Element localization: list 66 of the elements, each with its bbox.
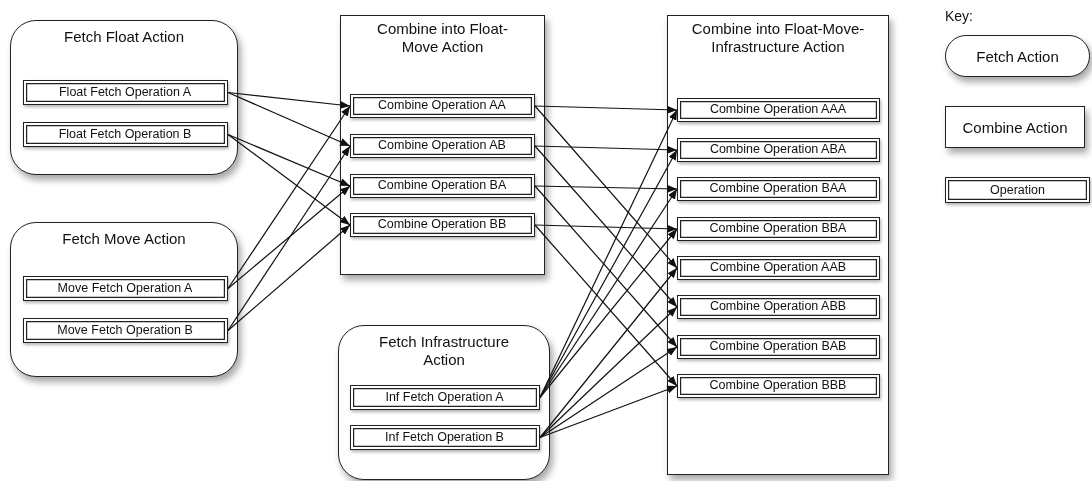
arrow bbox=[227, 133, 351, 226]
operation-label: Combine Operation BBB bbox=[709, 378, 847, 393]
arrow bbox=[534, 105, 678, 269]
legend-text: Combine Action bbox=[962, 118, 1068, 136]
operation-label: Float Fetch Operation B bbox=[58, 126, 192, 142]
operation-box bbox=[349, 173, 535, 198]
operation-box bbox=[22, 317, 228, 343]
arrow bbox=[534, 145, 678, 308]
operation-box bbox=[676, 255, 880, 280]
operation-box bbox=[676, 294, 880, 319]
operation-label: Combine Operation BAB bbox=[709, 339, 847, 354]
action-title: Combine into Float-Move Action bbox=[376, 20, 509, 56]
operation-box bbox=[349, 212, 535, 237]
operation-label: Combine Operation BA bbox=[377, 178, 507, 193]
operation-label: Combine Operation AAB bbox=[709, 260, 847, 275]
arrow bbox=[539, 346, 678, 439]
combine-action-box bbox=[667, 15, 889, 475]
arrow bbox=[534, 184, 678, 193]
arrow bbox=[227, 224, 351, 332]
operation-label: Combine Operation BBA bbox=[709, 221, 847, 236]
operation-label: Combine Operation AA bbox=[378, 98, 506, 113]
operation-label: Combine Operation ABB bbox=[709, 299, 847, 314]
operation-label: Combine Operation AB bbox=[378, 138, 506, 153]
operation-box bbox=[676, 373, 880, 398]
arrow bbox=[227, 91, 351, 109]
legend-text: Fetch Action bbox=[976, 47, 1059, 65]
action-title: Fetch Infrastructure Action bbox=[377, 333, 511, 369]
arrow bbox=[227, 133, 351, 187]
action-title: Fetch Float Action bbox=[62, 28, 186, 46]
operation-box bbox=[676, 334, 880, 359]
action-title: Fetch Move Action bbox=[61, 230, 187, 248]
operation-box bbox=[22, 275, 228, 301]
operation-box bbox=[676, 137, 880, 162]
operation-box bbox=[676, 176, 880, 201]
fetch-action-box bbox=[10, 20, 238, 175]
operation-label: Combine Operation ABA bbox=[709, 142, 847, 157]
operation-label: Combine Operation AAA bbox=[709, 102, 847, 117]
operation-box bbox=[349, 93, 535, 118]
operation-box bbox=[349, 133, 535, 158]
operation-label: Float Fetch Operation A bbox=[59, 84, 191, 100]
arrow bbox=[539, 385, 678, 439]
operation-box bbox=[676, 97, 880, 122]
operation-label: Combine Operation BB bbox=[377, 217, 507, 232]
arrow bbox=[539, 306, 678, 439]
operation-label: Combine Operation BAA bbox=[709, 181, 847, 196]
operation-box bbox=[22, 79, 228, 105]
fetch-action-box bbox=[10, 222, 238, 377]
operation-label: Move Fetch Operation A bbox=[57, 280, 193, 296]
operation-box bbox=[349, 384, 540, 410]
operation-box bbox=[349, 424, 540, 450]
arrow bbox=[227, 91, 351, 147]
operation-label: Inf Fetch Operation B bbox=[385, 429, 504, 445]
operation-box bbox=[676, 216, 880, 241]
operation-label: Inf Fetch Operation A bbox=[385, 389, 504, 405]
operation-label: Move Fetch Operation B bbox=[57, 322, 193, 338]
arrow bbox=[534, 185, 678, 348]
legend-text: Operation bbox=[990, 183, 1045, 197]
arrow bbox=[534, 105, 678, 114]
arrow bbox=[227, 185, 351, 290]
operation-box bbox=[22, 121, 228, 147]
arrow bbox=[534, 224, 678, 233]
fetch-action-box bbox=[338, 325, 550, 480]
combine-action-box bbox=[340, 15, 545, 275]
arrow bbox=[534, 145, 678, 154]
action-title: Combine into Float-Move-Infrastructure Action bbox=[690, 20, 866, 56]
key-heading: Key: bbox=[945, 8, 973, 24]
